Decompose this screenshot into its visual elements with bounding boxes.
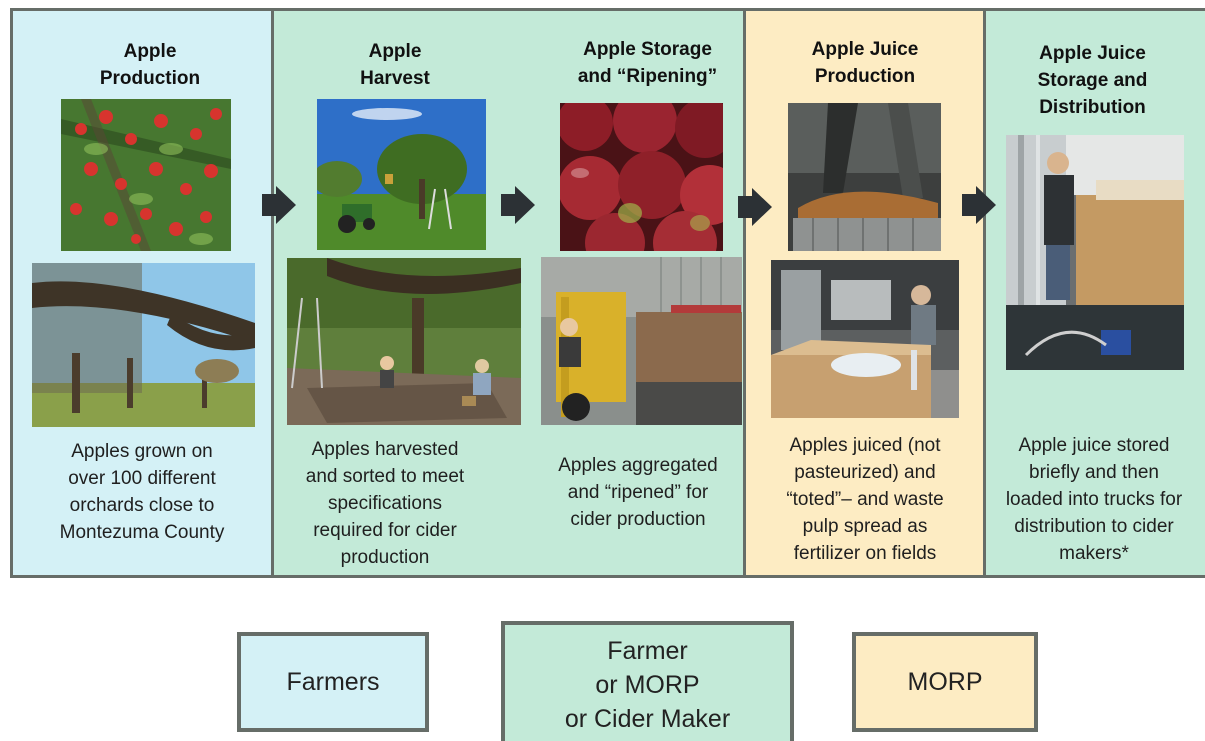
apple-picking-crew-photo <box>287 258 521 425</box>
apple-tree-photo <box>61 99 231 251</box>
tractor-harvest-photo <box>317 99 486 250</box>
legend-morp: MORP <box>852 632 1038 732</box>
stage-description-distribution: Apple juice stored briefly and then load… <box>1005 435 1183 564</box>
red-apples-closeup-photo <box>560 103 723 251</box>
stage-title-distribution: Apple Juice Storage and Distribution <box>1037 43 1148 118</box>
stage-title-storage: Apple Storage and “Ripening” <box>577 39 718 87</box>
forklift-apple-bins-photo <box>541 257 742 425</box>
legend-farmer-morp-cider-maker: Farmer or MORP or Cider Maker <box>501 621 794 741</box>
stage-title-harvest: Apple Harvest <box>360 41 430 89</box>
apple-pulp-bin-photo <box>788 103 941 251</box>
orchard-photo <box>32 263 255 427</box>
juice-tote-photo <box>771 260 959 418</box>
legend-farmers: Farmers <box>237 632 429 732</box>
juice-storage-tank-photo <box>1006 135 1184 370</box>
stage-description-production: Apples grown on over 100 different orcha… <box>59 441 225 543</box>
right-arrow-icon <box>738 188 772 226</box>
stage-description-harvest: Apples harvested and sorted to meet spec… <box>305 439 465 568</box>
stage-description-juice: Apples juiced (not pasteurized) and “tot… <box>786 435 944 564</box>
right-arrow-icon <box>262 186 296 224</box>
stage-title-production: Apple Production <box>99 41 201 89</box>
stage-description-storage: Apples aggregated and “ripened” for cide… <box>558 455 718 530</box>
stage-title-juice: Apple Juice Production <box>811 39 919 87</box>
right-arrow-icon <box>962 186 996 224</box>
right-arrow-icon <box>501 186 535 224</box>
